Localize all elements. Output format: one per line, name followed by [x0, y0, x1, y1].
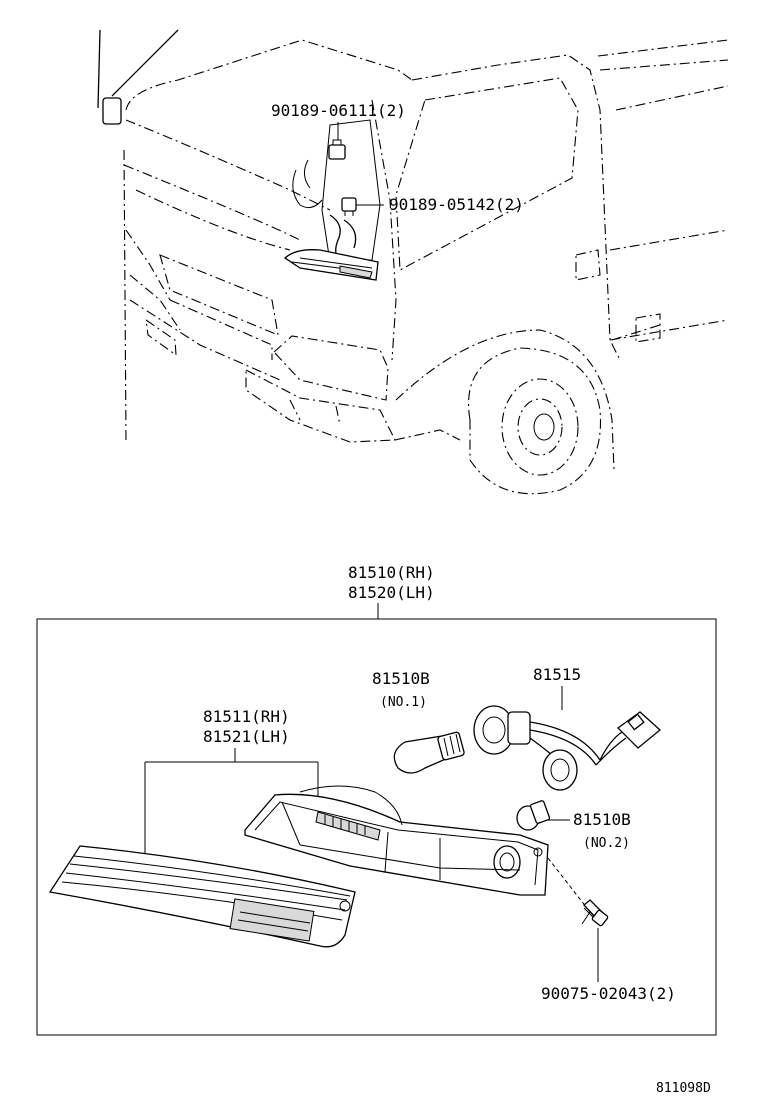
cab-lamp	[283, 249, 379, 281]
socket-harness	[473, 705, 661, 791]
callout-lens-lh: 81521(LH)	[203, 727, 290, 746]
diagram-id: 811098D	[656, 1081, 711, 1096]
truck-cab-drawing	[97, 29, 729, 495]
bulb-no2	[516, 800, 551, 831]
callout-bulb2-note: (NO.2)	[583, 836, 630, 851]
lamp-housing	[244, 785, 549, 896]
callout-bulb1-code: 81510B	[372, 669, 430, 688]
callout-screw: 90075-02043(2)	[541, 984, 676, 1003]
callout-lens-rh: 81511(RH)	[203, 707, 290, 726]
lens-part	[48, 845, 356, 948]
callout-bulb1-note: (NO.1)	[380, 695, 427, 710]
callout-assembly-lh: 81520(LH)	[348, 583, 435, 602]
clip-mid-icon	[341, 197, 357, 216]
callout-bulb2-code: 81510B	[573, 810, 631, 829]
clip-top-icon	[328, 139, 346, 160]
callout-socket: 81515	[533, 665, 581, 684]
screw-part	[581, 899, 609, 927]
callout-assembly-rh: 81510(RH)	[348, 563, 435, 582]
callout-clip-top: 90189-06111(2)	[271, 101, 406, 120]
callout-clip-mid: 90189-05142(2)	[389, 195, 524, 214]
assembly-frame	[36, 618, 717, 1036]
lamp-mount-bracket	[292, 119, 381, 266]
bulb-no1	[393, 731, 465, 774]
